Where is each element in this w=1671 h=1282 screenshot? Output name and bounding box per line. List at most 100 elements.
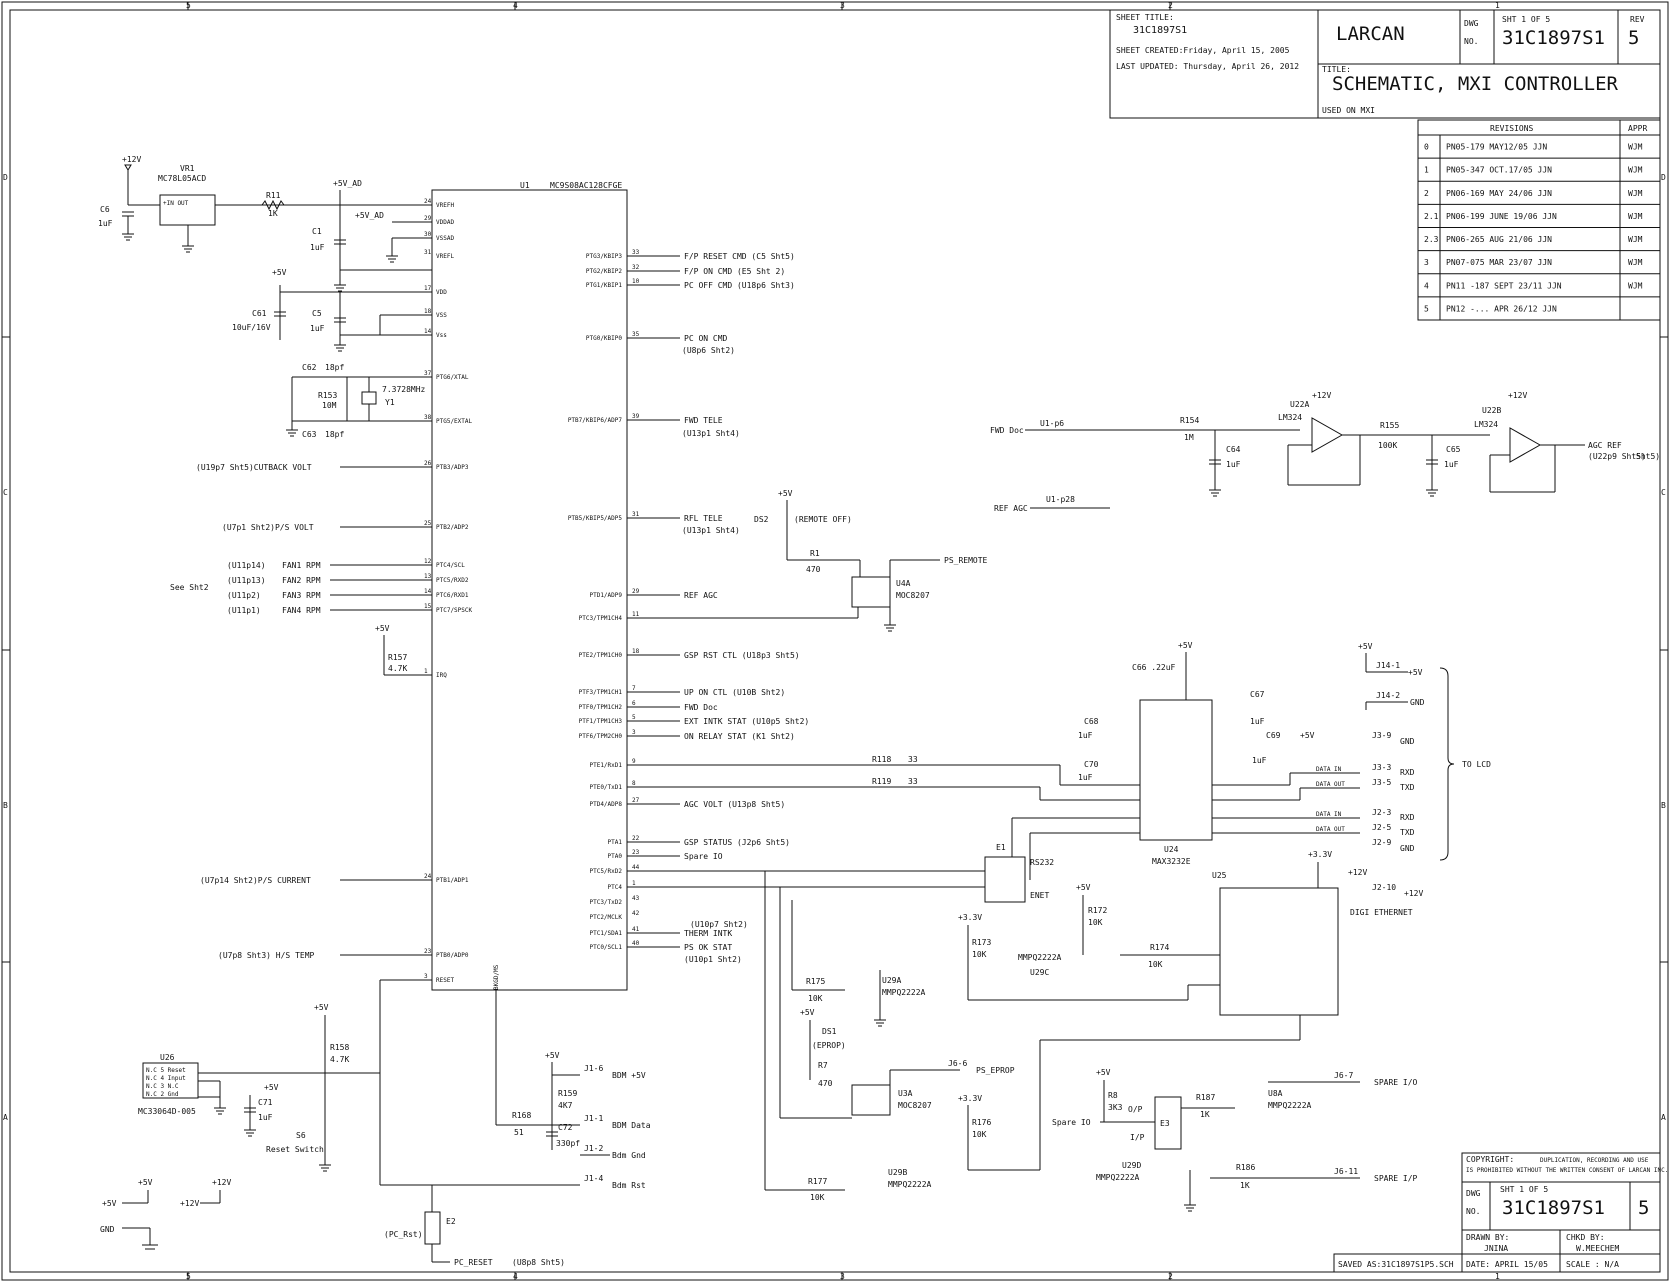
sheet-created: SHEET CREATED:Friday, April 15, 2005 (1116, 46, 1290, 55)
r119-ref: R119 (872, 777, 891, 786)
e3-jumper (1154, 1096, 1182, 1150)
pc-reset-label: PC_RESET (454, 1258, 493, 1267)
u1-pin-number: 12 (424, 558, 432, 565)
u26-ref: U26 (160, 1053, 175, 1062)
saved-as: SAVED AS:31C1897S1P5.SCH (1338, 1260, 1454, 1269)
op-label: O/P (1128, 1105, 1143, 1114)
r155-value: 100K (1378, 441, 1397, 450)
r186-value: 1K (1240, 1181, 1250, 1190)
j1-6-net: BDM +5V (612, 1071, 646, 1080)
r177-ref: R177 (808, 1177, 827, 1186)
r159-ref: R159 (558, 1089, 577, 1098)
revisions-header: REVISIONS (1490, 124, 1534, 133)
u1-pin-number: 35 (632, 331, 640, 338)
c63-value: 18pf (325, 430, 344, 439)
u22b-ref: U22B (1482, 406, 1501, 415)
r157-p5v: +5V (375, 624, 390, 633)
remote-off-label: (REMOTE OFF) (794, 515, 852, 524)
r1-value: 470 (806, 565, 821, 574)
net-pc-off-cmd: PC OFF CMD (U18p6 Sht3) (684, 281, 795, 290)
bottom-dwg-label: DWG (1466, 1189, 1481, 1198)
c6-value: 1uF (98, 219, 113, 228)
revision-number: 3 (1424, 258, 1429, 267)
r154-ref: R154 (1180, 416, 1199, 425)
c6-ref: C6 (100, 205, 110, 214)
sheet-title-label: SHEET TITLE: (1116, 13, 1174, 22)
title-block: SHEET TITLE: 31C1897S1 SHEET CREATED:Fri… (1109, 9, 1661, 119)
j2-5-ref: J2-5 (1372, 823, 1391, 832)
r173-p3v3: +3.3V (958, 913, 982, 922)
u1-pin-name: PTB3/ADP3 (436, 464, 469, 471)
c69-ref: C69 (1266, 731, 1281, 740)
net-fan1-rpm: FAN1 RPM (282, 561, 321, 570)
r11-value: 1K (268, 209, 278, 218)
left-net-labels: (U19p7 Sht5)CUTBACK VOLT (U7p1 Sht2)P/S … (170, 463, 432, 960)
u1-pin-name: VSS (436, 312, 447, 319)
u1-pin-number: 18 (632, 648, 640, 655)
r157-ref: R157 (388, 653, 407, 662)
rev-value: 5 (1628, 27, 1639, 49)
revision-approver: WJM (1628, 189, 1643, 198)
u25-digi-module (1219, 887, 1339, 1016)
revision-entry: PN06-169 MAY 24/06 JJN (1446, 189, 1552, 198)
j2-3-net: RXD (1400, 813, 1415, 822)
u1-pin-number: 3 (424, 973, 428, 980)
r154-value: 1M (1184, 433, 1194, 442)
ds2-ref: DS2 (754, 515, 769, 524)
u1-pin-name: PTG5/EXTAL (436, 418, 473, 425)
zone-col-1-top: 1 (1495, 1, 1500, 10)
u1-pin-name: PTE1/RxD1 (589, 762, 622, 769)
u1-pin-number: 6 (632, 700, 636, 707)
legend-gnd: GND (100, 1225, 115, 1234)
ref-agc-label: REF AGC (994, 504, 1028, 513)
j1-4-net: Bdm Rst (612, 1181, 646, 1190)
u4a-optocoupler (851, 576, 891, 608)
j6-11-net: SPARE I/P (1374, 1174, 1418, 1183)
net-fwd-doc: FWD Doc (684, 703, 718, 712)
r158-value: 4.7K (330, 1055, 349, 1064)
r168-ref: R168 (512, 1111, 531, 1120)
revision-number: 1 (1424, 166, 1429, 175)
net-ps-volt: (U7p1 Sht2)P/S VOLT (222, 523, 314, 532)
used-on: USED ON MXI (1322, 106, 1375, 115)
revision-number: 4 (1424, 281, 1429, 290)
p12v-label: +12V (122, 155, 141, 164)
u1-pin-number: 1 (632, 880, 636, 887)
c68-ref: C68 (1084, 717, 1099, 726)
r153-value: 10M (322, 401, 337, 410)
u1-pin-number: 32 (632, 264, 640, 271)
u1-pin-number: 7 (632, 685, 636, 692)
agc-ref-dest: (U22p9 Sht5) (1588, 452, 1646, 461)
net-see-sht2: See Sht2 (170, 583, 209, 592)
remote-section: +5V DS2 (REMOTE OFF) R1 470 U4A MOC8207 … (627, 489, 988, 625)
u1-pin-number: 17 (424, 285, 432, 292)
pc-rst-label: (PC_Rst) (384, 1230, 423, 1239)
revision-entry: PN05-179 MAY12/05 JJN (1446, 143, 1547, 152)
j6-6-ref: J6-6 (948, 1059, 967, 1068)
zone-row-c-right: C (1661, 488, 1666, 497)
j1-1-net: BDM Data (612, 1121, 651, 1130)
p5v-ad2-label: +5V_AD (355, 211, 384, 220)
net-ps-ok-dest: (U10p1 Sht2) (684, 955, 742, 964)
vr1-part: MC78L05ACD (158, 174, 206, 183)
u1-pin-number: 43 (632, 895, 640, 902)
r172-p5v: +5V (1076, 883, 1091, 892)
c61-ref: C61 (252, 309, 267, 318)
scale-label: SCALE : N/A (1566, 1260, 1619, 1269)
u1-pin-number: 38 (424, 414, 432, 421)
bdm-p5v: +5V (545, 1051, 560, 1060)
u25-ref: U25 (1212, 871, 1227, 880)
j2-9-ref: J2-9 (1372, 838, 1391, 847)
j6-11-ref: J6-11 (1334, 1167, 1358, 1176)
c61-value: 10uF/16V (232, 323, 271, 332)
analog-section: FWD Doc U1-p6 R154 1M C64 1uF U22A LM324… (990, 391, 1660, 513)
r157-value: 4.7K (388, 664, 407, 673)
legend-p12v: +12V (180, 1199, 199, 1208)
u1-pin-name: PTC4 (608, 884, 623, 891)
u26-reset-ic (142, 1062, 199, 1099)
u1-pin-name: PTC4/SCL (436, 562, 465, 569)
remote-p5v: +5V (778, 489, 793, 498)
zone-col-5-top: 5 (186, 1, 191, 10)
u1-microcontroller: U1 MC9S08AC128CFGE BKGD/MS 24VREFH29VDDA… (424, 181, 640, 1012)
r8-ref: R8 (1108, 1091, 1118, 1100)
